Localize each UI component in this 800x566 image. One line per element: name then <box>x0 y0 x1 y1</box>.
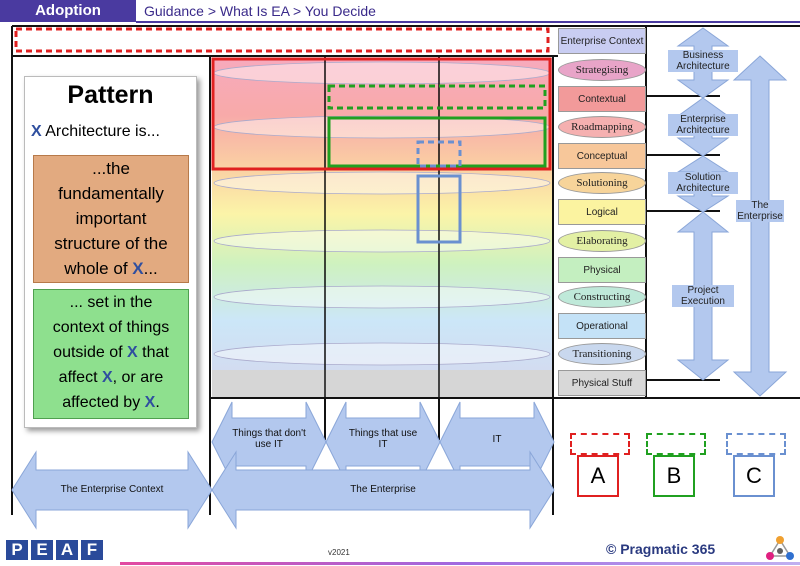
box2-text: , or are <box>112 369 164 386</box>
column-arrows <box>11 401 555 530</box>
level-strategising: Strategising <box>558 59 646 81</box>
highlight-b-solid <box>327 116 547 168</box>
logo-letter: F <box>81 540 103 560</box>
level-elaborating: Elaborating <box>558 230 646 252</box>
molecule-icon <box>766 536 794 560</box>
context-box: ... set in the context of things outside… <box>33 289 189 419</box>
context-arrow-label: The Enterprise Context <box>60 484 164 495</box>
level-roadmapping: Roadmapping <box>558 116 646 138</box>
x-marker: X <box>144 394 156 411</box>
header-divider <box>136 21 800 23</box>
logo-letter: E <box>31 540 53 560</box>
enterprise-arch-label: Enterprise Architecture <box>668 114 738 136</box>
legend-c: C <box>733 455 775 497</box>
box2-line: affected by X. <box>34 390 188 415</box>
level-operational: Operational <box>558 313 646 339</box>
solution-arch-label: Solution Architecture <box>668 172 738 194</box>
logo-letter: P <box>6 540 28 560</box>
box2-text: outside of <box>53 344 127 361</box>
legend-a-dashed <box>570 433 630 455</box>
level-physical: Physical <box>558 257 646 283</box>
level-enterprise-context: Enterprise Context <box>558 28 646 54</box>
level-solutioning: Solutioning <box>558 172 646 194</box>
box2-text: . <box>155 394 160 411</box>
highlight-a-dashed <box>14 27 550 53</box>
level-constructing: Constructing <box>558 286 646 308</box>
pattern-panel: Pattern X Architecture is... ...the fund… <box>24 76 197 428</box>
box1-line: fundamentally <box>58 184 164 203</box>
box2-text: that <box>137 344 169 361</box>
highlight-c-dashed <box>416 140 462 168</box>
legend-c-dashed <box>726 433 786 455</box>
legend-a: A <box>577 455 619 497</box>
box1-line: structure of the <box>54 234 168 253</box>
box1-text: whole of <box>64 259 133 278</box>
physical-stuff-band <box>212 370 552 397</box>
legend-b-dashed <box>646 433 706 455</box>
structure-box: ...the fundamentally important structure… <box>33 155 189 283</box>
highlight-c-solid <box>416 174 462 244</box>
box1-line: important <box>75 209 147 228</box>
business-arch-label: Business Architecture <box>668 50 738 72</box>
layer-background <box>212 58 552 370</box>
highlight-a-solid <box>211 57 552 171</box>
col3-label: IT <box>492 434 502 445</box>
col1-label: Things that don't use IT <box>232 428 306 450</box>
level-contextual: Contextual <box>558 86 646 112</box>
box2-text: affect <box>58 369 102 386</box>
footer-line <box>120 562 800 565</box>
project-exec-label: Project Execution <box>672 285 734 307</box>
breadcrumb[interactable]: Guidance > What Is EA > You Decide <box>144 3 376 19</box>
col2-label: Things that use IT <box>348 428 418 450</box>
box2-text: affected by <box>62 394 145 411</box>
box1-line: whole of X... <box>34 256 188 281</box>
box2-line: ... set in the <box>69 294 153 311</box>
x-marker: X <box>127 344 138 361</box>
level-logical: Logical <box>558 199 646 225</box>
the-enterprise-label: The Enterprise <box>736 200 784 222</box>
section-tab[interactable]: Adoption <box>0 0 136 22</box>
highlight-b-dashed <box>327 84 547 110</box>
logo-letter: A <box>56 540 78 560</box>
copyright-label: © Pragmatic 365 <box>606 541 716 557</box>
box2-line: affect X, or are <box>34 365 188 390</box>
legend-b: B <box>653 455 695 497</box>
x-marker: X <box>132 259 144 278</box>
level-physical-stuff: Physical Stuff <box>558 370 646 396</box>
pattern-title: Pattern <box>67 81 154 109</box>
x-marker: X <box>101 369 113 386</box>
subtitle-text: Architecture is... <box>41 123 160 140</box>
box2-line: context of things <box>52 319 170 336</box>
layer-ovals <box>213 61 551 366</box>
pattern-subtitle: X Architecture is... <box>31 123 160 141</box>
box1-text: ... <box>143 259 158 278</box>
level-conceptual: Conceptual <box>558 143 646 169</box>
box2-line: outside of X that <box>34 340 188 365</box>
enterprise-arrow <box>732 55 788 397</box>
version-label: v2021 <box>328 548 350 557</box>
enterprise-bottom-arrow <box>211 450 555 530</box>
level-transitioning: Transitioning <box>558 343 646 365</box>
x-marker: X <box>31 123 42 140</box>
enterprise-arrow-label: The Enterprise <box>350 484 416 495</box>
box1-line: ...the <box>92 159 130 178</box>
